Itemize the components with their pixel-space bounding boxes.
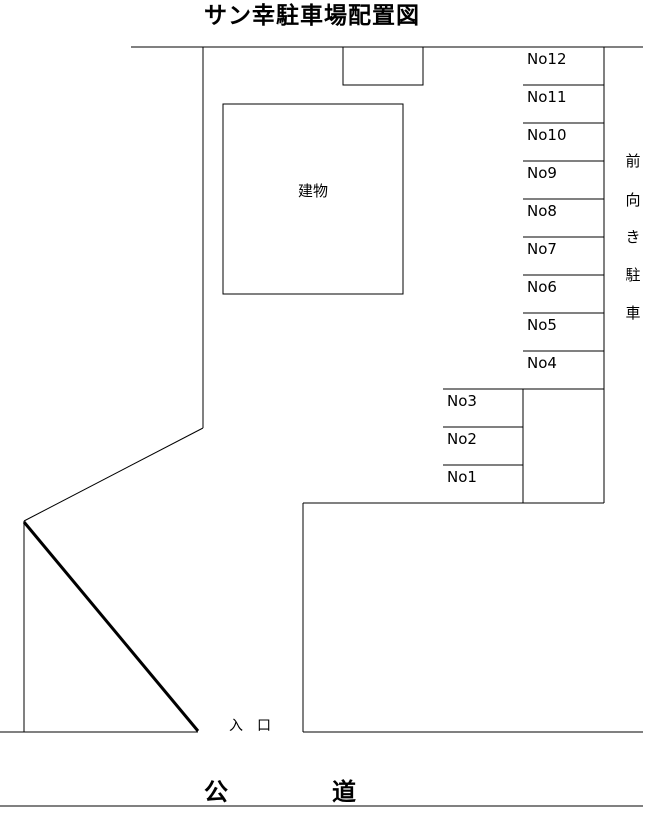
front-parking-char: き xyxy=(625,228,640,246)
slot-label-no7: No7 xyxy=(527,240,557,258)
slot-label-no2: No2 xyxy=(447,430,477,448)
front-parking-char: 前 xyxy=(625,152,640,170)
slot-label-no1: No1 xyxy=(447,468,477,486)
public-road-label: 公 道 xyxy=(204,778,356,806)
slot-label-no4: No4 xyxy=(527,354,557,372)
thick-diagonal-line xyxy=(22,521,200,732)
slot-label-no6: No6 xyxy=(527,278,557,296)
slot-label-no8: No8 xyxy=(527,202,557,220)
diagonal-boundary-line xyxy=(23,427,204,522)
slot-label-no3: No3 xyxy=(447,392,477,410)
entrance-label: 入 口 xyxy=(229,718,271,734)
right-slot-labels: No12 No11 No10 No9 No8 No7 No6 No5 No4 xyxy=(527,50,567,372)
slot-label-no11: No11 xyxy=(527,88,567,106)
road-label-char: 道 xyxy=(332,778,356,806)
lower-slot-dividers xyxy=(443,426,523,466)
right-slot-dividers xyxy=(443,84,604,390)
road-label-char: 公 xyxy=(204,778,228,806)
slot-label-no9: No9 xyxy=(527,164,557,182)
building-label: 建物 xyxy=(298,182,328,200)
map-title: サン幸駐車場配置図 xyxy=(204,2,420,29)
front-parking-char: 車 xyxy=(625,304,640,322)
small-structure xyxy=(342,46,424,86)
slot-label-no5: No5 xyxy=(527,316,557,334)
slot-label-no12: No12 xyxy=(527,50,567,68)
slot-label-no10: No10 xyxy=(527,126,567,144)
front-parking-char: 向 xyxy=(625,191,640,209)
lower-slot-labels: No3 No2 No1 xyxy=(447,392,477,486)
front-parking-label: 前 向 き 駐 車 xyxy=(625,152,640,322)
building xyxy=(222,103,404,295)
front-parking-char: 駐 xyxy=(625,266,640,284)
